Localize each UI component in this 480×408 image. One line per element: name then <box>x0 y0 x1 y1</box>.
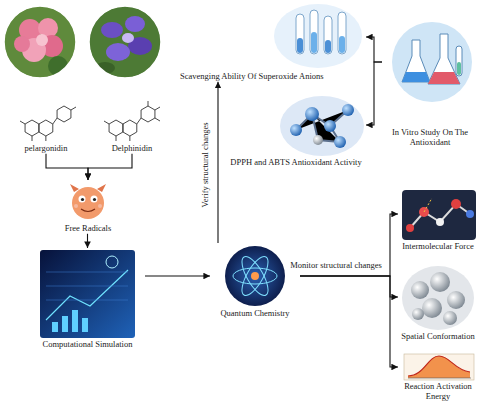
molecular-interaction <box>402 190 476 240</box>
edge-label: Monitor structural changes <box>288 261 384 271</box>
node-caption: Reaction Activation Energy <box>398 382 478 402</box>
node-caption: Computational Simulation <box>30 340 145 350</box>
icon-node: Free Radicals <box>48 180 128 234</box>
node-caption: Intermolecular Force <box>398 242 478 252</box>
icon-node: Reaction Activation Energy <box>398 352 478 402</box>
node-caption: DPPH and ABTS Antioxidant Activity <box>226 158 366 168</box>
node-caption: Spatial Conformation <box>398 332 478 342</box>
node-caption: In Vitro Study On The Antioxidant <box>382 128 478 148</box>
pelargonidin-structure <box>20 106 76 141</box>
flow-arrow <box>145 275 210 276</box>
geranium-photo <box>4 6 76 78</box>
molecule-model <box>280 96 364 156</box>
icon-node: Scavenging Ability Of Superoxide Anions <box>178 2 366 82</box>
icon-node: DPPH and ABTS Antioxidant Activity <box>226 92 366 168</box>
icon-node: Spatial Conformation <box>398 262 478 342</box>
free-radical-cartoon <box>70 184 106 219</box>
delphinidin-structure <box>104 101 160 141</box>
flow-arrow <box>366 62 382 125</box>
node-caption: Quantum Chemistry <box>210 309 300 319</box>
simulation-screen <box>40 250 135 338</box>
sphere-conformation <box>402 266 474 330</box>
flow-arrow <box>300 276 398 367</box>
icon-node: Delphinidin <box>90 96 174 154</box>
node-caption: Delphinidin <box>90 144 174 154</box>
flow-arrow <box>87 234 88 248</box>
quantum-atom <box>225 246 285 306</box>
energy-curve <box>404 354 474 380</box>
test-tubes <box>274 4 362 68</box>
icon-node: In Vitro Study On The Antioxidant <box>382 18 478 148</box>
lab-flasks <box>392 22 472 102</box>
flow-arrow <box>300 276 398 297</box>
icon-node: Computational Simulation <box>30 248 145 350</box>
node-caption: Scavenging Ability Of Superoxide Anions <box>178 72 366 82</box>
edge-label: Verify structural changes <box>201 121 211 210</box>
node-caption: pelargonidin <box>6 144 86 154</box>
icon-node: Quantum Chemistry <box>210 243 300 319</box>
icon-node: pelargonidin <box>6 96 86 154</box>
flow-arrow <box>366 37 382 62</box>
flow-arrow <box>88 154 132 180</box>
icon-node: Intermolecular Force <box>398 186 478 252</box>
node-caption: Free Radicals <box>48 224 128 234</box>
delphinium-photo <box>89 6 161 78</box>
flow-arrow <box>46 154 88 180</box>
flow-arrow <box>217 82 218 243</box>
